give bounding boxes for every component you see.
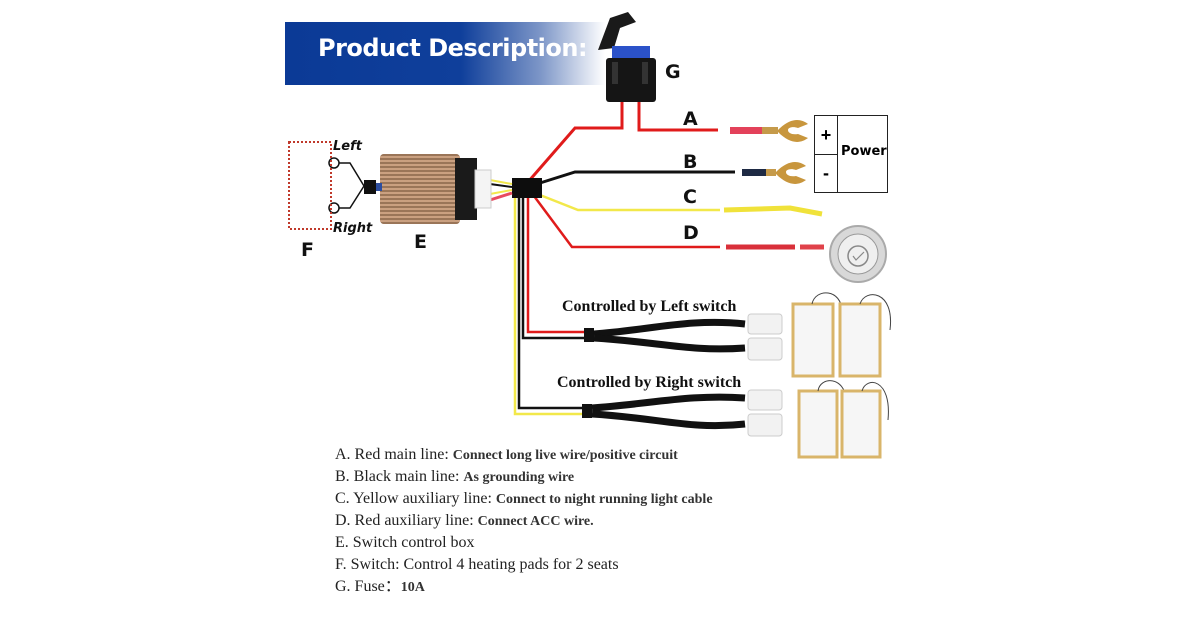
- heating-pad: [797, 380, 847, 459]
- left-switch-cable: [584, 313, 783, 361]
- header-banner: [285, 22, 605, 85]
- legend-item-b: B. Black main line: As grounding wire: [335, 468, 575, 485]
- legend-item-g: G. Fuse：10A: [335, 578, 425, 595]
- banner-title: Product Description:: [318, 34, 588, 62]
- legend-item-e: E. Switch control box: [335, 534, 475, 551]
- label-right: Right: [333, 221, 373, 236]
- wire-d: [532, 195, 720, 249]
- left-switch-terminal: [328, 157, 340, 169]
- legend-item-f: F. Switch: Control 4 heating pads for 2 …: [335, 556, 619, 573]
- wire-c: [539, 193, 720, 212]
- legend-item-c: C. Yellow auxiliary line: Connect to nig…: [335, 490, 713, 507]
- power-plus: +: [815, 116, 837, 155]
- wire-left-black: [521, 198, 590, 340]
- fuse-wire-in: [526, 102, 624, 183]
- wire-a-fork-terminal: [778, 120, 808, 142]
- power-box: + - Power: [814, 115, 888, 193]
- switch-leads: [338, 162, 365, 209]
- label-c: C: [683, 186, 697, 208]
- label-a: A: [683, 108, 698, 130]
- wire-b-sleeve: [742, 169, 766, 176]
- wire-b: [539, 170, 735, 185]
- fuse-blade: [612, 46, 650, 60]
- fuse-cap: [598, 12, 636, 50]
- legend: A. Red main line: Connect long live wire…: [335, 444, 713, 598]
- label-left: Left: [333, 139, 362, 154]
- label-b: B: [683, 151, 698, 173]
- wire-right-yellow: [513, 198, 586, 416]
- label-controlled-right: Controlled by Right switch: [557, 374, 742, 391]
- wire-c-end: [723, 205, 823, 217]
- switch-outline: [288, 141, 332, 230]
- wire-a-sleeve: [730, 127, 762, 134]
- legend-item-d: D. Red auxiliary line: Connect ACC wire.: [335, 512, 594, 529]
- label-e: E: [414, 231, 427, 253]
- heating-pad: [791, 292, 843, 378]
- wire-right-black: [517, 198, 586, 410]
- label-d: D: [683, 222, 699, 244]
- label-g: G: [665, 61, 681, 83]
- heating-pad: [838, 294, 892, 378]
- label-f: F: [301, 239, 314, 261]
- legend-item-a: A. Red main line: Connect long live wire…: [335, 446, 678, 463]
- wire-b-fork-terminal: [776, 162, 806, 184]
- fuse-holder: [598, 12, 656, 102]
- label-controlled-left: Controlled by Left switch: [562, 298, 737, 315]
- switch-control-box: [380, 154, 492, 224]
- wire-left-red: [526, 198, 590, 334]
- right-switch-cable: [582, 389, 783, 437]
- power-label: Power: [841, 144, 887, 159]
- power-minus: -: [823, 162, 829, 183]
- wire-junction: [512, 178, 542, 198]
- wire-a: [637, 102, 718, 132]
- ignition-switch: [829, 225, 887, 283]
- heating-pad: [840, 382, 889, 459]
